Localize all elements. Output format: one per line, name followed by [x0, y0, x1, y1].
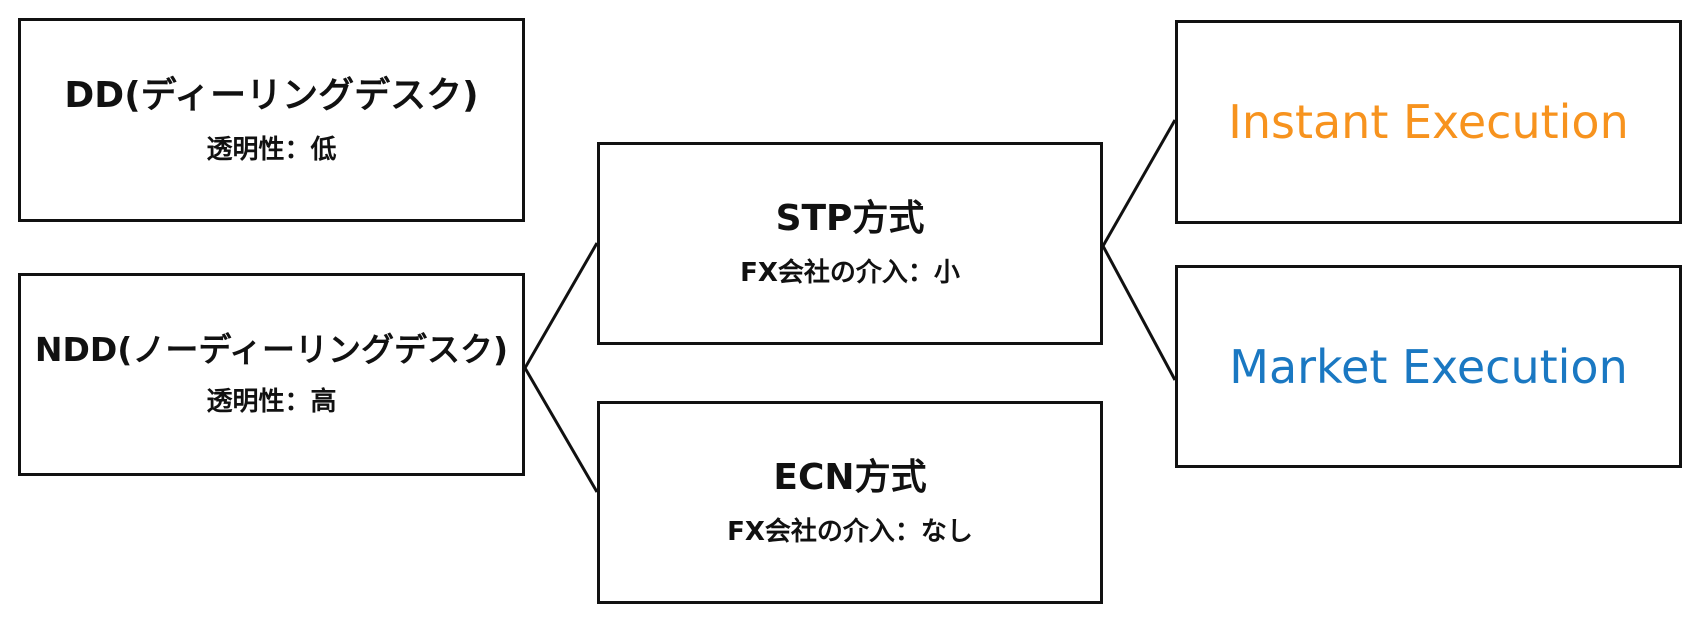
market-execution-box: Market Execution — [1175, 265, 1682, 468]
ndd-box: NDD(ノーディーリングデスク) 透明性：高 — [18, 273, 525, 476]
ecn-title: ECN方式 — [773, 457, 927, 499]
stp-title: STP方式 — [775, 198, 925, 240]
connector-stp-to-instant-execution — [1101, 119, 1177, 247]
instant-execution-box: Instant Execution — [1175, 20, 1682, 224]
connector-ndd-to-stp — [523, 242, 599, 369]
connector-stp-to-market-execution — [1101, 245, 1177, 381]
connector-ndd-to-ecn — [523, 367, 599, 493]
market-execution-label: Market Execution — [1229, 339, 1628, 394]
stp-intervention: FX会社の介入：小 — [740, 258, 960, 288]
ndd-title: NDD(ノーディーリングデスク) — [34, 330, 509, 370]
dd-title: DD(ディーリングデスク) — [64, 74, 479, 116]
ecn-box: ECN方式 FX会社の介入：なし — [597, 401, 1103, 604]
stp-box: STP方式 FX会社の介入：小 — [597, 142, 1103, 345]
instant-execution-label: Instant Execution — [1228, 95, 1629, 149]
dd-transparency: 透明性：低 — [206, 134, 337, 165]
dd-box: DD(ディーリングデスク) 透明性：低 — [18, 18, 525, 222]
ndd-transparency: 透明性：高 — [206, 387, 337, 418]
ecn-intervention: FX会社の介入：なし — [727, 517, 973, 547]
